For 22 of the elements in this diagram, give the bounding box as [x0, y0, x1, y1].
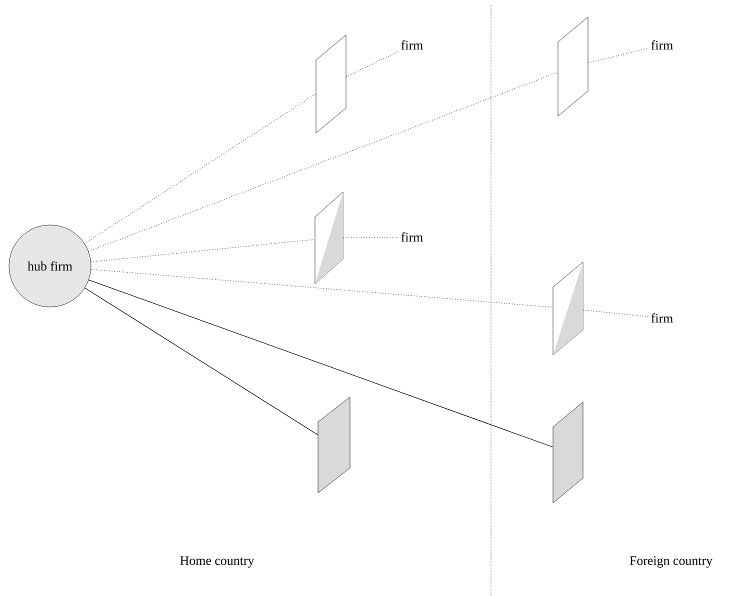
connector-line — [84, 288, 318, 436]
connector-line — [342, 236, 399, 238]
firm-label: firm — [651, 40, 673, 50]
connector-line — [346, 51, 399, 77]
connector-line — [88, 280, 554, 448]
region-label: Foreign country — [630, 556, 712, 568]
connector-line — [90, 239, 316, 262]
parallelogram — [552, 402, 584, 504]
connector-line — [90, 269, 554, 308]
parallelogram — [316, 34, 346, 134]
connector-line — [84, 94, 316, 244]
connector-line — [88, 72, 558, 252]
firm-label: firm — [651, 313, 673, 323]
parallelogram — [558, 16, 588, 116]
firm-label: firm — [401, 40, 423, 50]
parallelogram — [552, 262, 584, 356]
connector-line — [582, 310, 649, 317]
parallelogram — [318, 396, 350, 494]
connector-line — [588, 48, 649, 64]
parallelogram — [314, 192, 344, 284]
firm-label: firm — [401, 232, 423, 242]
region-label: Home country — [180, 556, 254, 568]
